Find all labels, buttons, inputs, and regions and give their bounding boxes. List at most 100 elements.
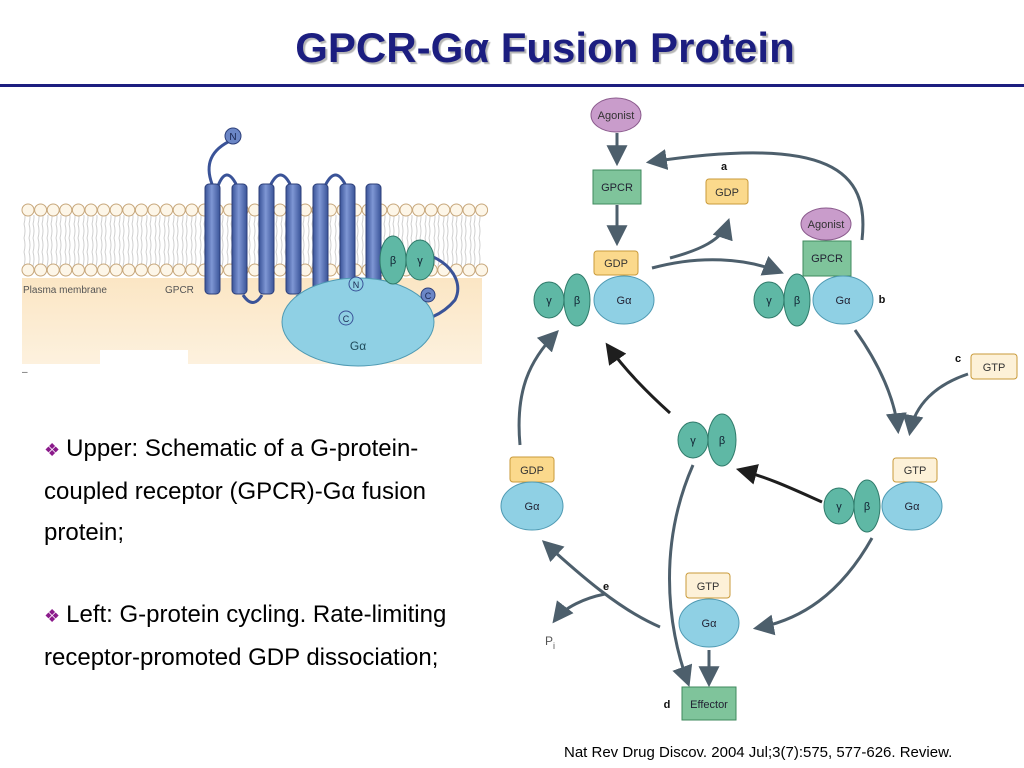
gamma-1-label: γ: [546, 295, 552, 307]
label-b: b: [879, 294, 886, 306]
lipid-head: [134, 263, 148, 277]
lipid-head: [399, 203, 413, 217]
galpha-trimer-1: [593, 275, 655, 325]
lipid-head: [46, 203, 60, 217]
helix-cylinders: [204, 183, 382, 295]
gpcr-right-box: [802, 240, 852, 277]
label-d: d: [664, 699, 671, 711]
lipid-head: [475, 203, 489, 217]
n-terminus-marker: [224, 127, 242, 145]
galpha-2-label: Gα: [836, 295, 852, 307]
gamma-trimer-1: [533, 281, 565, 319]
lipid-head: [147, 263, 161, 277]
gtp-bottom-box: [685, 572, 731, 599]
lipid-head: [424, 203, 438, 217]
galpha-membrane-label: Gα: [350, 339, 366, 353]
lipid-head: [84, 263, 98, 277]
lipid-head: [122, 203, 136, 217]
arrow-b-to-gtp: [853, 329, 907, 435]
gpcr-top-label: GPCR: [601, 182, 633, 194]
arrow-gdp-release: [669, 218, 733, 260]
n-inner-marker: [348, 276, 364, 292]
lipid-head: [185, 263, 199, 277]
galpha-trimer-2: [812, 275, 874, 325]
gamma-center-label: γ: [690, 435, 696, 447]
gtp-incoming-box: [970, 353, 1018, 380]
lipid-head: [172, 263, 186, 277]
lipid-head: [437, 203, 451, 217]
galpha-3-label: Gα: [905, 501, 921, 513]
arrow-betagamma-return: [605, 342, 672, 415]
gamma-2-label: γ: [766, 295, 772, 307]
bullet-text-upper: Upper: Schematic of a G-protein-coupled …: [44, 435, 427, 546]
lipid-head: [84, 203, 98, 217]
galpha-trimer-3: [881, 481, 943, 531]
lipid-head: [109, 203, 123, 217]
agonist-right-label: Agonist: [808, 219, 845, 231]
agonist-top: [590, 97, 642, 133]
arrow-betagamma-to-effector: [668, 464, 695, 687]
lipid-head: [172, 203, 186, 217]
c-outer-marker: [420, 287, 436, 303]
label-e: e: [603, 581, 609, 593]
agonist-right: [800, 207, 852, 241]
beta-1-label: β: [574, 295, 580, 307]
gamma-subunit-membrane: [405, 239, 435, 281]
galpha-1-label: Gα: [617, 295, 633, 307]
g-protein-cycle: Agonist GPCR GDP a GDP Gα β γ Agonist GP…: [500, 97, 1018, 721]
lipid-head: [462, 263, 476, 277]
lipid-head: [185, 203, 199, 217]
lipid-head: [34, 203, 48, 217]
lipid-head: [21, 263, 35, 277]
c-outer-label: C: [425, 291, 432, 301]
agonist-top-label: Agonist: [598, 110, 635, 122]
lipid-head: [273, 203, 287, 217]
gtp-bottom-label: GTP: [697, 581, 720, 593]
label-a: a: [721, 161, 728, 173]
arrow-return-to-gpcr: [645, 149, 865, 241]
arrow-pi-release: [552, 592, 606, 624]
n-terminus-label: N: [229, 132, 236, 143]
bullet-item-left: ❖Left: G-protein cycling. Rate-limiting …: [44, 594, 484, 678]
gtp-trimer-right-label: GTP: [904, 465, 927, 477]
c-inner-marker: [338, 310, 354, 326]
lipid-head: [412, 203, 426, 217]
lipid-head: [386, 203, 400, 217]
galpha-alone-bottom: [678, 598, 740, 648]
lipid-head: [21, 203, 35, 217]
title-divider: [0, 84, 1024, 87]
gpcr-membrane-label: GPCR: [165, 285, 194, 296]
pi-label: Pi: [545, 634, 555, 651]
lipid-head: [134, 203, 148, 217]
gdp-released-label: GDP: [715, 187, 739, 199]
slide-title: GPCR-Gα Fusion Protein: [295, 24, 795, 71]
arrow-gtp-entry: [902, 372, 969, 437]
gamma-3-label: γ: [836, 501, 842, 513]
lipid-head: [59, 263, 73, 277]
arrow-to-galpha-gtp: [752, 537, 874, 636]
lipid-head: [71, 203, 85, 217]
arrow-to-trimer-b: [651, 256, 784, 276]
gdp-alpha-left-label: GDP: [520, 465, 544, 477]
corner-mark: –: [22, 367, 28, 378]
citation: Nat Rev Drug Discov. 2004 Jul;3(7):575, …: [564, 744, 953, 761]
arrow-reassociate: [517, 329, 559, 446]
lipid-head: [160, 203, 174, 217]
lipid-head: [147, 203, 161, 217]
plasma-membrane-label: Plasma membrane: [23, 285, 107, 296]
beta-label-membrane: β: [390, 255, 396, 267]
beta-2-label: β: [794, 295, 800, 307]
gpcr-right-label: GPCR: [811, 253, 843, 265]
lipid-head: [462, 203, 476, 217]
lipid-head: [59, 203, 73, 217]
lipid-head: [475, 263, 489, 277]
lipid-head: [160, 263, 174, 277]
lipid-head: [97, 263, 111, 277]
galpha-4-label: Gα: [525, 501, 541, 513]
beta-3-label: β: [864, 501, 870, 513]
lipid-head: [46, 263, 60, 277]
bullet-item-upper: ❖Upper: Schematic of a G-protein-coupled…: [44, 428, 484, 553]
gdp-trimer-left-label: GDP: [604, 258, 628, 270]
gamma-label-membrane: γ: [417, 255, 423, 267]
